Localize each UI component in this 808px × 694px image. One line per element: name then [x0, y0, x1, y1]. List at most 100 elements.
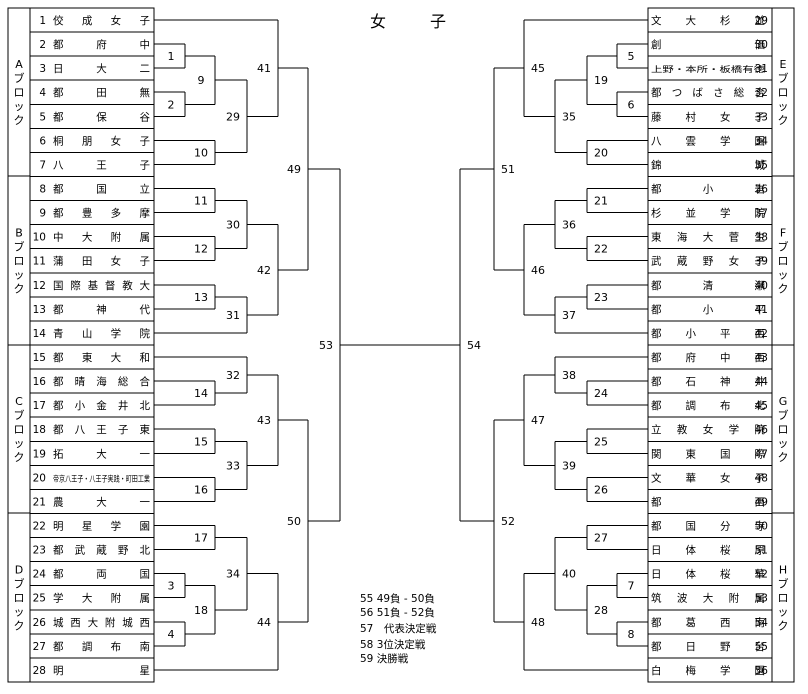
team-name: 拓大一 [53, 447, 151, 460]
match-number: 15 [194, 435, 208, 448]
team-seed: 1 [39, 15, 46, 27]
team-name: 都小平西 [651, 328, 765, 340]
svg-text:ブ: ブ [14, 240, 25, 254]
svg-text:ロ: ロ [778, 423, 789, 436]
svg-text:ロ: ロ [778, 592, 789, 605]
match-number: 11 [194, 195, 208, 208]
match-number: 40 [562, 568, 576, 581]
team-name: 錦城 [651, 158, 766, 171]
svg-text:ロ: ロ [14, 592, 25, 605]
team-name: 関東国際 [651, 447, 766, 460]
match-number: 43 [257, 414, 271, 427]
team-name: 都清瀬 [651, 279, 766, 292]
team-name: 都調布北 [651, 399, 766, 412]
team-seed: 52 [755, 569, 768, 581]
match-number: 29 [226, 110, 240, 123]
match-number: 37 [562, 309, 576, 322]
team-name: 都小平 [651, 304, 765, 316]
team-seed: 31 [755, 63, 768, 75]
team-seed: 40 [755, 280, 768, 292]
match-number: 17 [194, 532, 208, 545]
match-number: 45 [531, 62, 545, 75]
svg-text:ブ: ブ [778, 577, 789, 591]
svg-text:ッ: ッ [778, 100, 789, 113]
team-name: 都東大和 [53, 351, 150, 364]
team-name: 都日野台 [651, 640, 765, 653]
team-seed: 54 [755, 617, 769, 629]
match-number: 53 [319, 339, 333, 352]
svg-text:H: H [779, 564, 787, 577]
match-number: 46 [531, 264, 545, 277]
team-seed: 43 [755, 352, 768, 364]
team-seed: 11 [33, 256, 46, 268]
match-number: 54 [467, 339, 481, 352]
team-seed: 36 [755, 184, 769, 196]
svg-text:ロ: ロ [778, 255, 789, 268]
svg-text:ッ: ッ [14, 437, 25, 450]
svg-text:ク: ク [778, 114, 789, 127]
team-seed: 10 [33, 232, 46, 244]
team-seed: 34 [755, 135, 769, 147]
team-seed: 28 [33, 665, 46, 677]
team-seed: 39 [755, 256, 768, 268]
match-number: 20 [594, 146, 608, 159]
team-name: 都小金井北 [53, 399, 151, 412]
team-seed: 33 [755, 111, 768, 123]
svg-text:ク: ク [14, 451, 25, 464]
team-seed: 5 [39, 111, 46, 123]
team-seed: 44 [755, 376, 769, 388]
team-name: 明星学園 [53, 520, 150, 533]
team-name: 城西大附城西 [53, 616, 150, 629]
team-name: 都府中西 [651, 351, 765, 364]
team-name: 都保谷 [53, 110, 151, 123]
match-number: 13 [194, 291, 208, 304]
svg-text:ロ: ロ [14, 423, 25, 436]
team-seed: 9 [39, 208, 46, 220]
match-number: 10 [194, 146, 208, 159]
match-number: 14 [194, 387, 208, 400]
team-seed: 29 [755, 15, 768, 27]
team-name: 都調布南 [53, 640, 150, 653]
team-name: 日体桜華 [651, 568, 765, 581]
team-seed: 8 [39, 184, 46, 196]
match-number: 28 [594, 604, 608, 617]
team-name: 中大附属 [53, 231, 150, 244]
match-number: 26 [594, 483, 608, 496]
team-seed: 25 [33, 593, 46, 605]
team-seed: 6 [39, 135, 46, 147]
right-bracket: 29文大杉並30創価31上野・本所・板橋有徳32都つばさ総合33藤村女子34八雲… [647, 7, 795, 683]
match-number: 18 [194, 604, 208, 617]
team-seed: 18 [33, 424, 46, 436]
team-name: 白梅学園 [651, 664, 765, 677]
bracket-lines [154, 19, 648, 671]
match-number: 30 [226, 219, 240, 232]
team-name: 藤村女子 [651, 110, 765, 123]
svg-text:B: B [15, 227, 23, 240]
match-number: 27 [594, 532, 608, 545]
match-number: 32 [226, 369, 240, 382]
team-name: 蒲田女子 [53, 255, 150, 268]
match-number: 39 [562, 459, 576, 472]
svg-text:C: C [15, 395, 23, 408]
match-number: 52 [501, 515, 515, 528]
svg-text:ブ: ブ [14, 577, 25, 591]
match-number: 8 [628, 628, 635, 641]
team-name: 杉並学院 [651, 207, 766, 220]
note-line: 57 代表決定戦 [360, 622, 437, 635]
team-name: 武蔵野女子 [651, 255, 765, 268]
match-number: 16 [194, 483, 208, 496]
team-name: 都神代 [53, 303, 151, 316]
team-name: 都小岩 [651, 183, 765, 196]
match-number: 33 [226, 459, 240, 472]
team-name: 佼成女子 [53, 14, 150, 27]
match-number: 6 [628, 98, 635, 111]
team-seed: 56 [755, 665, 769, 677]
svg-text:ク: ク [14, 114, 25, 127]
match-number: 22 [594, 243, 608, 256]
match-number: 44 [257, 616, 271, 629]
team-name: 都八王子東 [53, 423, 151, 436]
team-seed: 16 [33, 376, 47, 388]
